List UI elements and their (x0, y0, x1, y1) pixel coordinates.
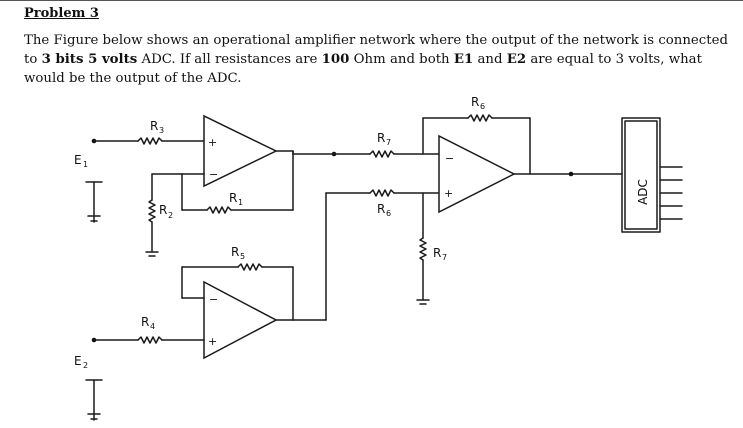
r6-label: R (377, 202, 385, 216)
text-part5: are equal to 3 volts, what would be the … (24, 52, 702, 86)
opamp-1: + − (203, 114, 278, 188)
r6-top-label: R (471, 95, 479, 109)
r7b-label-sub: 7 (442, 253, 447, 262)
r2-label-sub: 2 (168, 211, 173, 220)
r7b-label: R (433, 246, 441, 260)
r7b-resistor: R 7 (416, 192, 447, 305)
r5-label: R (231, 245, 239, 259)
r3-label: R (150, 119, 158, 133)
e2-label-sub: 2 (83, 361, 88, 370)
r5-label-sub: 5 (240, 252, 245, 261)
opamp-3: − + (438, 134, 516, 214)
e1-label: E (74, 153, 82, 167)
text-part4: and (473, 52, 507, 67)
r7a-label-sub: 7 (386, 138, 391, 147)
r2-label: R (159, 203, 167, 217)
text-e1: E1 (453, 52, 474, 67)
text-part1: The Figure below shows an operational am… (24, 33, 728, 67)
r6-resistor: R 6 (369, 189, 440, 218)
adc-block: ADC (621, 117, 683, 233)
opamp2-minus: − (209, 293, 218, 306)
r1-resistor: R 1 (181, 173, 294, 214)
text-bits: 3 bits 5 volts (41, 52, 138, 67)
r2-resistor: R 2 (145, 173, 183, 257)
opamp-2: − + (203, 280, 278, 360)
r4-label: R (141, 315, 149, 329)
e2-label: E (74, 354, 82, 368)
r4-resistor: R 4 (93, 315, 205, 344)
r3-label-sub: 3 (159, 126, 164, 135)
r7a-resistor: R 7 (369, 131, 440, 158)
r1-label: R (229, 191, 237, 205)
adc-label: ADC (636, 179, 650, 205)
text-part3: Ohm and both (349, 52, 454, 67)
e2-source: E 2 (74, 337, 103, 421)
r3-resistor: R 3 (137, 119, 205, 145)
r6-top-label-sub: 6 (480, 102, 485, 111)
opamp3-minus: − (445, 152, 454, 165)
text-e2: E2 (506, 52, 527, 67)
r5-resistor: R 5 (181, 245, 294, 299)
opamp1-plus: + (208, 136, 217, 149)
opamp2-plus: + (208, 335, 217, 348)
top-rule (0, 0, 743, 1)
r6-label-sub: 6 (386, 209, 391, 218)
problem-heading: Problem 3 (24, 6, 99, 21)
r7a-label: R (377, 131, 385, 145)
e1-source: E 1 (74, 138, 139, 223)
problem-statement: The Figure below shows an operational am… (24, 31, 729, 88)
text-res: 100 (321, 52, 350, 67)
opamp1-minus: − (209, 168, 218, 181)
r6-feedback-resistor: R 6 (422, 95, 531, 175)
r1-label-sub: 1 (238, 198, 243, 207)
r4-label-sub: 4 (150, 322, 155, 331)
opamp3-plus: + (444, 187, 453, 200)
e1-label-sub: 1 (83, 160, 88, 169)
text-part2: ADC. If all resistances are (137, 52, 322, 67)
